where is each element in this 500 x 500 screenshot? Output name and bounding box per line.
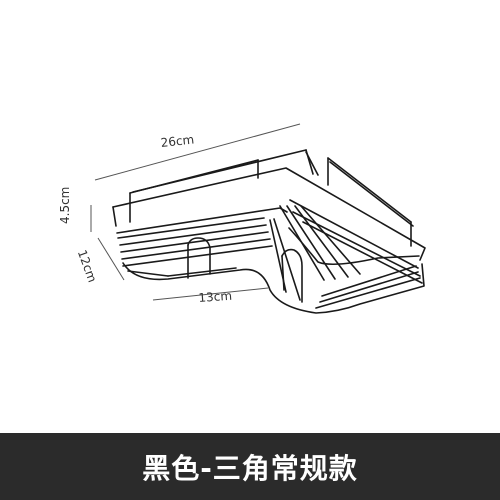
dimension-lines xyxy=(90,123,301,301)
wire-shelf xyxy=(112,149,426,314)
front-dimension-line xyxy=(152,287,269,301)
variant-caption: 黑色-三角常规款 xyxy=(142,451,358,485)
caption-bar: 黑色-三角常规款 xyxy=(0,433,500,500)
depth-dimension-line xyxy=(97,237,125,281)
corner-shelf-illustration xyxy=(90,123,426,314)
width-dimension-line xyxy=(94,123,301,181)
front-dimension-label: 13cm xyxy=(198,288,233,305)
height-dimension-label: 4.5cm xyxy=(58,186,72,224)
